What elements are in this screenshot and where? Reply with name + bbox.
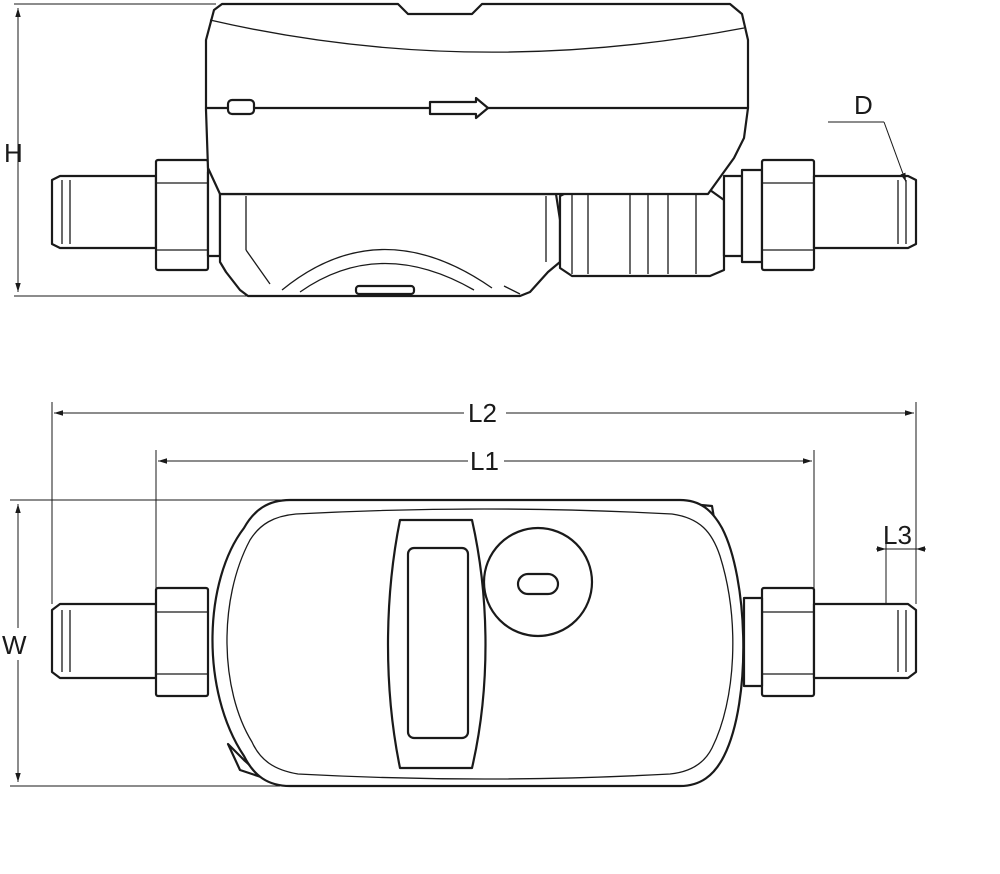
label-l2: L2 — [468, 398, 497, 428]
label-h: H — [4, 138, 23, 168]
top-display — [386, 518, 487, 770]
top-right-nut — [742, 586, 816, 698]
side-left-nut — [154, 158, 222, 272]
side-lower-body — [218, 192, 562, 298]
top-left-thread — [50, 602, 158, 680]
top-dial — [482, 526, 594, 638]
side-view — [50, 2, 918, 298]
label-l3: L3 — [883, 520, 912, 550]
top-left-nut — [154, 586, 210, 698]
dimension-h: H — [4, 3, 260, 297]
top-view — [50, 498, 918, 788]
dimension-l1: L1 — [155, 446, 815, 588]
side-left-thread — [50, 174, 158, 250]
dimension-l3: L3 — [876, 520, 926, 604]
side-upper-housing — [204, 2, 750, 196]
dimension-w: W — [2, 499, 290, 787]
dimension-l2: L2 — [51, 398, 917, 604]
label-d: D — [854, 90, 873, 120]
label-l1: L1 — [470, 446, 499, 476]
side-right-connector — [558, 168, 764, 278]
dimension-d: D — [828, 90, 907, 183]
top-right-thread — [812, 602, 918, 680]
top-body-inner — [226, 508, 734, 780]
label-w: W — [2, 630, 27, 660]
side-right-nut — [760, 158, 816, 272]
side-right-thread — [812, 174, 918, 250]
